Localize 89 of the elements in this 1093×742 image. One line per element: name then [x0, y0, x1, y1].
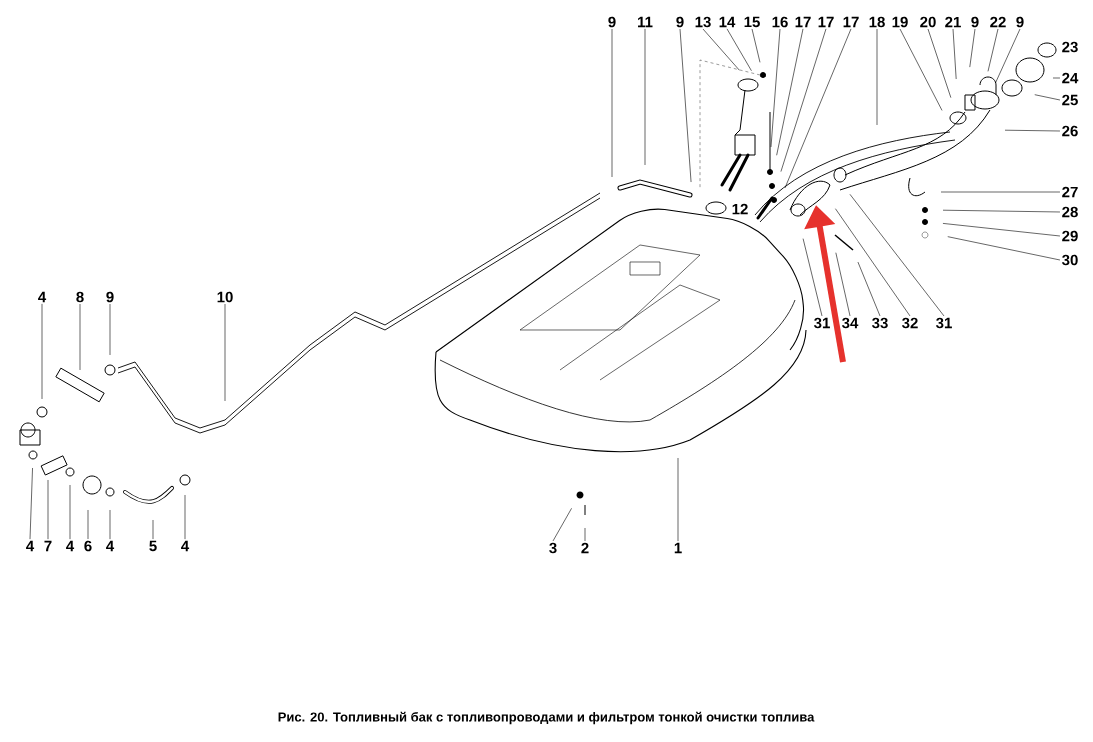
leader-line: [611, 28, 613, 178]
leader-line: [29, 467, 33, 540]
callout-number: 4: [26, 540, 35, 552]
callout-number: 11: [638, 16, 653, 28]
callout-number: 34: [842, 317, 859, 329]
leader-line: [552, 508, 572, 542]
callout-number: 17: [843, 16, 859, 28]
leader-line: [995, 28, 1021, 84]
leader-line: [776, 28, 804, 156]
leader-line: [184, 494, 186, 540]
leader-line: [224, 303, 226, 402]
callout-number: 2: [581, 542, 589, 554]
caption: Рис. 20. Топливный бак с топливопроводами и фильтром тонкой очистки топлива: [278, 711, 815, 725]
callout-number: 4: [106, 540, 115, 552]
callout-number: 30: [1062, 254, 1078, 266]
leader-line: [109, 303, 111, 356]
leader-line: [857, 261, 881, 317]
leader-line: [876, 28, 878, 126]
callout-number: 4: [66, 540, 75, 552]
callout-number: 24: [1062, 72, 1079, 84]
callout-number: 5: [149, 540, 157, 552]
callout-number: 3: [549, 542, 557, 554]
leader-line: [802, 238, 823, 317]
callout-number: 4: [38, 291, 47, 303]
callout-number: 31: [814, 317, 830, 329]
leader-line: [69, 484, 71, 540]
leader-line: [87, 509, 89, 540]
callout-number: 18: [869, 16, 885, 28]
callout-number: 26: [1062, 125, 1078, 137]
callout-number: 10: [217, 291, 233, 303]
callout-number: 15: [744, 16, 760, 28]
callout-number: 20: [920, 16, 936, 28]
leader-line: [677, 457, 679, 542]
callout-number: 9: [971, 16, 979, 28]
callout-number: 22: [990, 16, 1006, 28]
leader-line: [835, 208, 911, 317]
callout-number: 9: [1016, 16, 1024, 28]
callout-number: 16: [772, 16, 788, 28]
leader-line: [109, 509, 111, 540]
leader-line: [947, 236, 1061, 261]
callout-number: 27: [1062, 186, 1078, 198]
leader-line: [952, 28, 957, 80]
callout-number: 7: [44, 540, 52, 552]
callout-number: 32: [902, 317, 918, 329]
leader-line: [41, 303, 43, 400]
leader-line: [47, 479, 49, 540]
callout-number: 9: [608, 16, 616, 28]
callout-number: 13: [695, 16, 711, 28]
leader-line: [780, 28, 827, 172]
leader-line: [1004, 129, 1061, 132]
callout-number: 9: [106, 291, 114, 303]
leader-line: [1052, 77, 1061, 79]
callout-number: 25: [1062, 94, 1078, 106]
leader-line: [927, 28, 952, 98]
callout-number: 19: [892, 16, 908, 28]
leader-line: [679, 28, 692, 183]
callout-number: 23: [1062, 41, 1078, 53]
leader-line: [584, 527, 586, 542]
callout-number: 29: [1062, 230, 1078, 242]
callout-number: 4: [181, 540, 190, 552]
leader-line: [770, 28, 781, 148]
callout-number: 1: [674, 542, 682, 554]
leader-line: [751, 28, 761, 63]
leader-line: [969, 28, 976, 68]
leader-line: [784, 28, 852, 189]
leader-line: [899, 28, 943, 111]
leader-line: [79, 303, 81, 371]
leader-line: [987, 28, 999, 72]
callout-number: 8: [76, 291, 84, 303]
callout-number: 17: [795, 16, 811, 28]
leader-line: [849, 194, 945, 317]
callout-number: 28: [1062, 206, 1078, 218]
leader-line: [835, 252, 851, 317]
callout-number: 21: [945, 16, 961, 28]
leader-line: [940, 191, 1061, 193]
callout-number: 9: [676, 16, 684, 28]
leader-line: [152, 519, 154, 540]
leader-line: [726, 28, 752, 72]
callout-number: 12: [732, 203, 748, 215]
callout-number: 14: [719, 16, 736, 28]
leader-line: [942, 223, 1061, 237]
leader-line: [1034, 94, 1061, 101]
callout-number: 31: [936, 317, 952, 329]
callout-number: 17: [818, 16, 834, 28]
leader-line: [942, 209, 1061, 213]
callout-number: 6: [84, 540, 92, 552]
leader-line: [644, 28, 646, 166]
callout-number: 33: [872, 317, 888, 329]
leader-line: [702, 28, 740, 71]
